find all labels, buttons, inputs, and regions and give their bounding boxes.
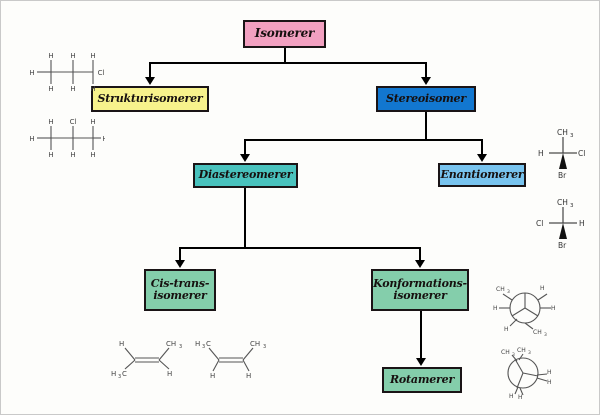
svg-text:H: H — [102, 135, 105, 143]
svg-text:H: H — [90, 118, 95, 126]
svg-text:C: C — [206, 340, 211, 348]
svg-text:CH: CH — [501, 349, 510, 356]
svg-text:3: 3 — [570, 133, 574, 139]
connector-diastereo-stem — [244, 188, 246, 248]
svg-text:CH: CH — [517, 347, 526, 354]
svg-text:H: H — [48, 85, 53, 93]
connector-stereo-stem — [425, 112, 427, 140]
svg-text:H: H — [48, 151, 53, 159]
arrow-to-rotamerer — [416, 358, 426, 366]
svg-text:3: 3 — [570, 203, 574, 209]
svg-text:H: H — [210, 372, 215, 379]
node-cis-trans-isomerer[interactable]: Cis-trans- isomerer — [144, 269, 216, 311]
connector-cistrans-drop — [179, 247, 181, 260]
svg-text:H: H — [504, 326, 509, 333]
connector-stereo-drop — [425, 62, 427, 77]
connector-enantio-drop — [481, 139, 483, 154]
svg-text:H: H — [29, 135, 34, 143]
svg-text:3: 3 — [528, 350, 531, 356]
svg-text:3: 3 — [118, 374, 121, 379]
arrow-to-cistrans — [175, 260, 185, 268]
node-stereoisomer[interactable]: Stereoisomer — [376, 86, 476, 112]
connector-diastereo-drop — [244, 139, 246, 154]
svg-text:H: H — [579, 219, 585, 228]
svg-text:H: H — [540, 285, 545, 292]
svg-text:H: H — [70, 151, 75, 159]
svg-text:H: H — [48, 52, 53, 60]
svg-text:H: H — [538, 149, 544, 158]
svg-text:H: H — [518, 394, 523, 401]
svg-text:3: 3 — [179, 344, 182, 350]
svg-text:H: H — [551, 305, 556, 312]
svg-text:CH: CH — [533, 329, 542, 336]
arrow-to-konformations — [415, 260, 425, 268]
arrow-to-enantio — [477, 154, 487, 162]
svg-text:CH: CH — [557, 128, 568, 137]
node-strukturisomerer[interactable]: Strukturisomerer — [91, 86, 209, 112]
svg-text:H: H — [493, 305, 498, 312]
svg-text:H: H — [167, 370, 172, 378]
svg-text:Br: Br — [558, 171, 567, 180]
svg-text:3: 3 — [263, 344, 266, 350]
arrow-to-stereo — [421, 77, 431, 85]
svg-text:H: H — [509, 393, 514, 400]
svg-text:H: H — [547, 369, 552, 376]
svg-text:H: H — [70, 85, 75, 93]
svg-text:H: H — [48, 118, 53, 126]
node-konformationsisomerer[interactable]: Konformations- isomerer — [371, 269, 469, 311]
2-chloropropane-structure: H HH ClH HH H — [15, 115, 105, 161]
svg-text:H: H — [90, 151, 95, 159]
svg-text:H: H — [246, 372, 251, 379]
connector-level1-horizontal — [149, 62, 426, 64]
node-diastereomerer[interactable]: Diastereomerer — [193, 163, 298, 188]
node-isomerer[interactable]: Isomerer — [243, 20, 326, 48]
node-enantiomerer[interactable]: Enantiomerer — [438, 163, 526, 187]
svg-text:H: H — [90, 52, 95, 60]
svg-text:3: 3 — [512, 352, 515, 358]
svg-text:H: H — [547, 379, 552, 386]
connector-konformations-drop — [419, 247, 421, 260]
svg-text:Cl: Cl — [70, 118, 77, 126]
svg-text:H: H — [195, 340, 200, 348]
svg-text:CH: CH — [250, 340, 260, 348]
connector-level2-horizontal — [244, 139, 483, 141]
node-rotamerer[interactable]: Rotamerer — [382, 367, 462, 393]
svg-text:H: H — [111, 370, 116, 378]
svg-text:H: H — [119, 340, 124, 348]
1-chloropropane-structure: H H H H H H H Cl — [15, 49, 105, 95]
svg-text:CH: CH — [557, 198, 568, 207]
connector-struktur-drop — [149, 62, 151, 77]
svg-text:3: 3 — [507, 289, 510, 295]
connector-isomerer-stem — [284, 48, 286, 63]
svg-text:Br: Br — [558, 241, 567, 250]
svg-text:H: H — [90, 85, 95, 93]
svg-text:H: H — [70, 52, 75, 60]
svg-text:H: H — [29, 69, 34, 77]
svg-text:3: 3 — [202, 344, 205, 350]
connector-rotamerer-stem — [420, 311, 422, 358]
arrow-to-struktur — [145, 77, 155, 85]
svg-text:CH: CH — [496, 286, 505, 293]
arrow-to-diastereo — [240, 154, 250, 162]
svg-text:Cl: Cl — [578, 149, 585, 158]
svg-text:Cl: Cl — [536, 219, 543, 228]
svg-text:C: C — [122, 370, 127, 378]
svg-text:Cl: Cl — [98, 69, 105, 77]
connector-level3-horizontal — [179, 247, 421, 249]
svg-text:3: 3 — [544, 332, 547, 337]
svg-text:CH: CH — [166, 340, 176, 348]
